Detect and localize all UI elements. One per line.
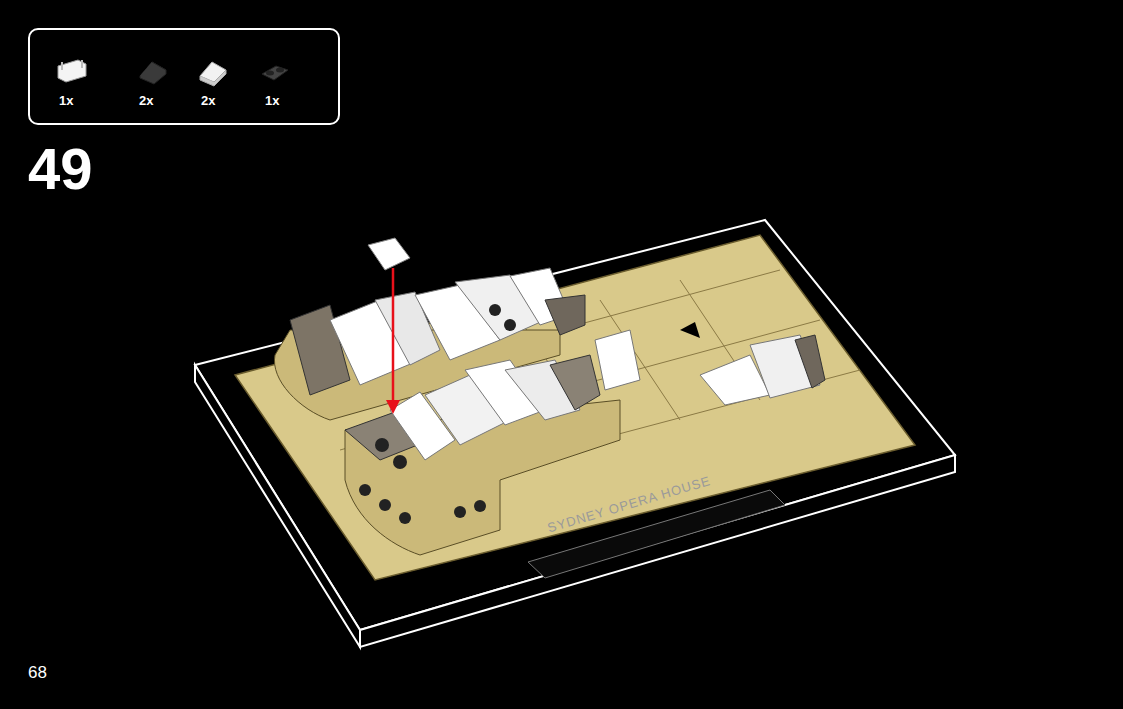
- placement-arrow: [368, 238, 410, 414]
- side-shells: [700, 335, 825, 405]
- display-base: [195, 220, 955, 647]
- part-quantity: 2x: [201, 93, 215, 108]
- page-number: 68: [28, 664, 47, 681]
- part-icons: [58, 60, 288, 86]
- tan-baseplate: [235, 235, 915, 580]
- part-quantity: 1x: [265, 93, 279, 108]
- parts-callout: 1x 2x 2x 1x: [28, 28, 340, 125]
- front-shells: [345, 330, 640, 555]
- step-number: 49: [28, 140, 93, 198]
- part-quantity: 2x: [139, 93, 153, 108]
- part-quantity: 1x: [59, 93, 73, 108]
